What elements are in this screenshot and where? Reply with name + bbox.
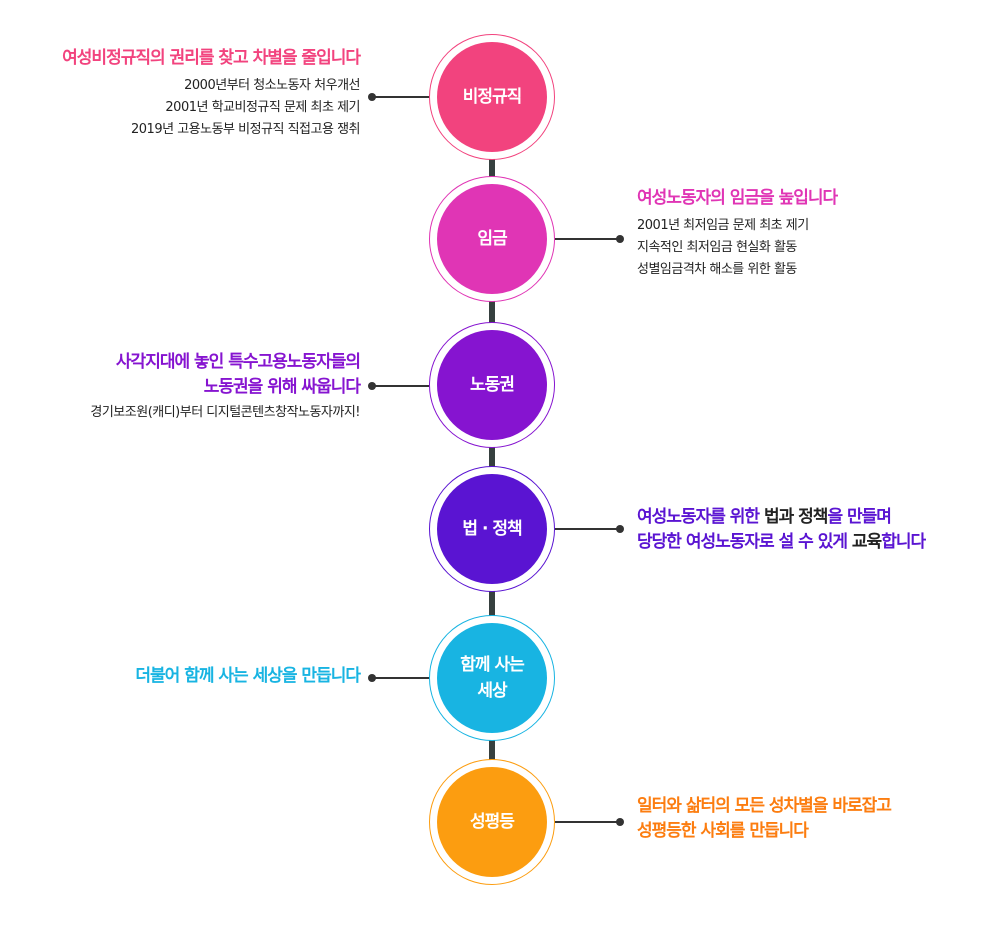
- node-label: 함께 사는 세상: [437, 623, 547, 733]
- node-label: 법 · 정책: [437, 474, 547, 584]
- heading: 더불어 함께 사는 세상을 만듭니다: [135, 666, 361, 686]
- text-law-policy: 여성노동자를 위한 법과 정책을 만들며 당당한 여성노동자로 설 수 있게 교…: [637, 505, 926, 555]
- detail: 2001년 학교비정규직 문제 최초 제기: [165, 100, 360, 115]
- node-label: 노동권: [437, 330, 547, 440]
- connector: [555, 528, 620, 530]
- node-label: 성평등: [437, 767, 547, 877]
- heading-part: 여성노동자를 위한: [637, 507, 764, 527]
- node-irregular: 비정규직: [429, 34, 555, 160]
- heading: 일터와 삶터의 모든 성차별을 바로잡고: [637, 796, 892, 816]
- node-labor-rights: 노동권: [429, 322, 555, 448]
- heading-emphasis: 교육: [851, 532, 882, 552]
- heading: 성평등한 사회를 만듭니다: [637, 821, 809, 841]
- heading: 사각지대에 놓인 특수고용노동자들의: [115, 352, 361, 372]
- detail: 경기보조원(캐디)부터 디지털콘텐츠창작노동자까지!: [90, 405, 360, 420]
- heading: 노동권을 위해 싸웁니다: [203, 377, 361, 397]
- node-law-policy: 법 · 정책: [429, 466, 555, 592]
- connector-dot: [368, 674, 376, 682]
- connector: [555, 821, 620, 823]
- text-together: 더불어 함께 사는 세상을 만듭니다: [135, 664, 361, 689]
- detail: 2001년 최저임금 문제 최초 제기: [637, 218, 809, 233]
- detail: 2019년 고용노동부 비정규직 직접고용 쟁취: [131, 122, 360, 137]
- detail: 2000년부터 청소노동자 처우개선: [184, 78, 360, 93]
- timeline-spine: [489, 100, 495, 820]
- detail: 지속적인 최저임금 현실화 활동: [637, 240, 797, 255]
- text-wage: 여성노동자의 임금을 높입니다 2001년 최저임금 문제 최초 제기 지속적인…: [637, 186, 838, 281]
- heading: 여성비정규직의 권리를 찾고 차별을 줄입니다: [62, 48, 361, 68]
- heading-part: 당당한 여성노동자로 설 수 있게: [637, 532, 852, 552]
- connector-dot: [368, 93, 376, 101]
- text-irregular: 여성비정규직의 권리를 찾고 차별을 줄입니다 2000년부터 청소노동자 처우…: [62, 46, 361, 141]
- text-labor-rights: 사각지대에 놓인 특수고용노동자들의 노동권을 위해 싸웁니다 경기보조원(캐디…: [90, 350, 361, 424]
- connector-dot: [616, 235, 624, 243]
- heading-part: 합니다: [881, 532, 926, 552]
- heading-emphasis: 법과 정책: [763, 507, 828, 527]
- connector: [372, 677, 429, 679]
- text-gender-equality: 일터와 삶터의 모든 성차별을 바로잡고 성평등한 사회를 만듭니다: [637, 794, 892, 844]
- node-label: 임금: [437, 184, 547, 294]
- connector: [555, 238, 620, 240]
- connector: [372, 385, 429, 387]
- connector-dot: [616, 525, 624, 533]
- node-wage: 임금: [429, 176, 555, 302]
- heading-part: 을 만들며: [827, 507, 891, 527]
- connector-dot: [616, 818, 624, 826]
- heading: 여성노동자의 임금을 높입니다: [637, 188, 838, 208]
- node-gender-equality: 성평등: [429, 759, 555, 885]
- detail: 성별임금격차 해소를 위한 활동: [637, 262, 797, 277]
- node-together: 함께 사는 세상: [429, 615, 555, 741]
- connector: [372, 96, 429, 98]
- node-label: 비정규직: [437, 42, 547, 152]
- connector-dot: [368, 382, 376, 390]
